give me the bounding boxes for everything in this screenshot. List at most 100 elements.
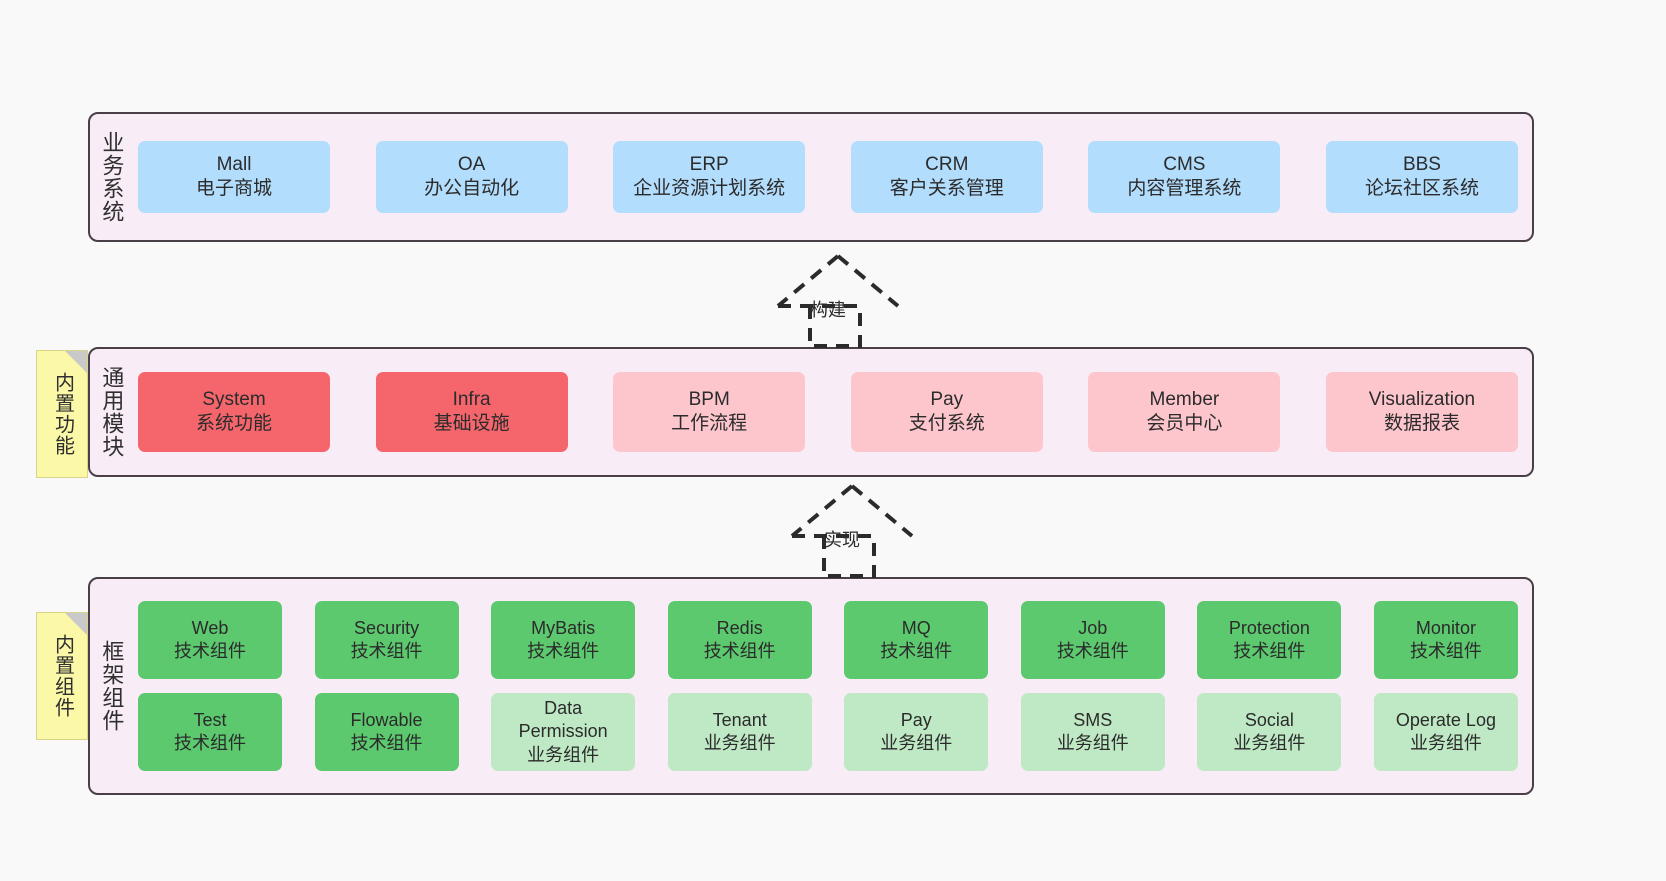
connector-build: 构建 [748,250,928,350]
node-data-permission[interactable]: Data Permission 业务组件 [491,693,636,771]
layer-common-modules: 通用模块 System 系统功能 Infra 基础设施 BPM 工作流程 Pay [88,347,1534,477]
node-row: System 系统功能 Infra 基础设施 BPM 工作流程 Pay 支付系统… [138,372,1518,452]
node-member[interactable]: Member 会员中心 [1088,372,1281,452]
node-subtitle: 技术组件 [703,641,776,661]
node-subtitle: 系统功能 [195,413,272,434]
node-title: Operate Log [1395,709,1496,730]
node-job[interactable]: Job 技术组件 [1020,601,1165,679]
connector-build-arrow [776,254,900,348]
node-title: MyBatis [531,617,596,638]
note-fold-corner-icon [65,613,87,635]
node-title: Infra [452,388,491,410]
node-title: System [202,388,266,410]
node-monitor[interactable]: Monitor 技术组件 [1373,601,1518,679]
node-subtitle: 会员中心 [1146,413,1223,434]
node-web[interactable]: Web 技术组件 [138,601,282,679]
node-bbs[interactable]: BBS 论坛社区系统 [1325,141,1518,213]
node-title: Redis [716,617,763,638]
node-protection[interactable]: Protection 技术组件 [1197,601,1342,679]
node-subtitle: 客户关系管理 [889,178,1004,199]
node-subtitle: 内容管理系统 [1127,178,1242,199]
node-oa[interactable]: OA 办公自动化 [375,141,568,213]
node-title: BBS [1402,153,1441,175]
node-row: Mall 电子商城 OA 办公自动化 ERP 企业资源计划系统 CRM 客户关系… [138,141,1518,213]
node-mybatis[interactable]: MyBatis 技术组件 [491,601,636,679]
node-subtitle: 业务组件 [880,733,953,753]
node-crm[interactable]: CRM 客户关系管理 [850,141,1043,213]
node-title: Monitor [1415,617,1476,638]
layer-body-business-systems: Mall 电子商城 OA 办公自动化 ERP 企业资源计划系统 CRM 客户关系… [132,114,1532,240]
node-subtitle: 支付系统 [908,413,985,434]
node-cms[interactable]: CMS 内容管理系统 [1088,141,1281,213]
node-subtitle: 基础设施 [433,413,510,434]
node-system[interactable]: System 系统功能 [138,372,330,452]
node-subtitle: 业务组件 [1056,733,1129,753]
node-title: Web [191,617,229,638]
node-infra[interactable]: Infra 基础设施 [375,372,568,452]
node-subtitle: 技术组件 [350,641,423,661]
node-subtitle: 技术组件 [527,641,600,661]
node-subtitle: 技术组件 [880,641,953,661]
node-bpm[interactable]: BPM 工作流程 [613,372,806,452]
node-title: Visualization [1368,388,1476,410]
node-pay-component[interactable]: Pay 业务组件 [844,693,989,771]
node-title: Job [1078,617,1108,638]
node-subtitle: 技术组件 [1409,641,1482,661]
node-title: MQ [901,617,931,638]
node-flowable[interactable]: Flowable 技术组件 [314,693,459,771]
note-text: 内置组件 [51,634,74,718]
node-title: Data Permission [518,698,608,742]
layer-title-framework-components: 框架组件 [99,640,125,732]
node-title: OA [457,153,486,175]
node-subtitle: 办公自动化 [424,178,520,199]
node-title: Tenant [712,709,767,730]
layer-body-common-modules: System 系统功能 Infra 基础设施 BPM 工作流程 Pay 支付系统… [132,349,1532,475]
node-title: Pay [900,709,932,730]
node-erp[interactable]: ERP 企业资源计划系统 [613,141,806,213]
connector-implement-label: 实现 [824,530,860,550]
layer-business-systems: 业务系统 Mall 电子商城 OA 办公自动化 ERP 企业资源计划系统 CRM [88,112,1534,242]
node-title: Social [1244,709,1294,730]
node-title: CRM [925,153,969,175]
node-tenant[interactable]: Tenant 业务组件 [667,693,812,771]
node-row: Web 技术组件 Security 技术组件 MyBatis 技术组件 Redi… [138,601,1518,679]
node-title: Flowable [350,709,423,730]
node-operate-log[interactable]: Operate Log 业务组件 [1373,693,1518,771]
node-subtitle: 技术组件 [174,641,246,661]
node-pay[interactable]: Pay 支付系统 [850,372,1043,452]
node-title: Security [354,617,420,638]
note-text: 内置功能 [51,372,74,456]
node-title: Protection [1228,617,1310,638]
node-subtitle: 业务组件 [1233,733,1306,753]
node-sms[interactable]: SMS 业务组件 [1020,693,1165,771]
node-subtitle: 数据报表 [1383,413,1460,434]
node-mall[interactable]: Mall 电子商城 [138,141,330,213]
node-test[interactable]: Test 技术组件 [138,693,282,771]
node-mq[interactable]: MQ 技术组件 [844,601,989,679]
node-subtitle: 电子商城 [195,178,272,199]
note-built-in-functions: 内置功能 [36,350,88,478]
node-subtitle: 业务组件 [1409,733,1482,753]
layer-title-common-modules: 通用模块 [99,366,125,458]
node-row: Test 技术组件 Flowable 技术组件 Data Permission … [138,693,1518,771]
node-subtitle: 技术组件 [350,733,423,753]
connector-build-label: 构建 [810,300,846,320]
layer-title-business-systems: 业务系统 [99,131,125,223]
layer-body-framework-components: Web 技术组件 Security 技术组件 MyBatis 技术组件 Redi… [132,579,1532,793]
node-title: Test [193,709,227,730]
node-subtitle: 业务组件 [703,733,776,753]
node-subtitle: 论坛社区系统 [1364,178,1479,199]
node-subtitle: 技术组件 [1056,641,1129,661]
node-redis[interactable]: Redis 技术组件 [667,601,812,679]
node-subtitle: 技术组件 [1233,641,1306,661]
node-security[interactable]: Security 技术组件 [314,601,459,679]
node-visualization[interactable]: Visualization 数据报表 [1325,372,1518,452]
note-fold-corner-icon [65,351,87,373]
connector-implement-arrow [790,484,914,578]
layer-framework-components: 框架组件 Web 技术组件 Security 技术组件 MyBatis 技术组件… [88,577,1534,795]
node-title: Pay [930,388,964,410]
node-title: CMS [1163,153,1206,175]
node-subtitle: 工作流程 [671,413,748,434]
node-social[interactable]: Social 业务组件 [1197,693,1342,771]
